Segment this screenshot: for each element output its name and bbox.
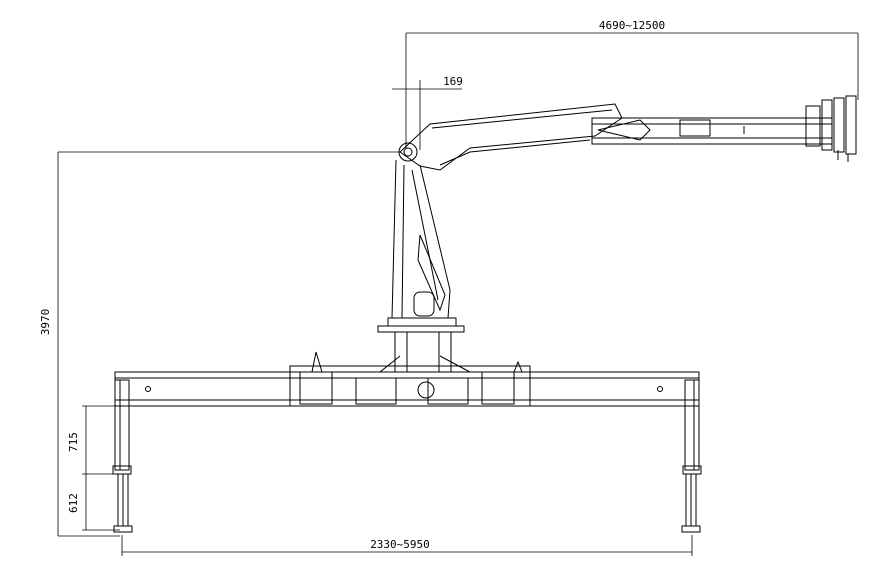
dimension-legs: [82, 405, 120, 531]
outrigger-leg-left: [112, 379, 133, 533]
base-frame: [114, 351, 700, 407]
dimension-label-leg-bottom: 612: [67, 493, 80, 513]
dimension-label-height: 3970: [39, 309, 52, 336]
dimension-label-leg-top: 715: [67, 432, 80, 452]
dimension-label-outrigger-span: 2330~5950: [370, 538, 430, 551]
dimension-label-boom-reach: 4690~12500: [599, 19, 665, 32]
dimension-offset: [392, 80, 462, 150]
dimension-outrigger-span: [121, 535, 693, 556]
outrigger-leg-right: [681, 379, 702, 533]
boom-arm: [398, 95, 857, 171]
crane-column: [377, 159, 465, 373]
dimension-boom-reach: [405, 32, 859, 148]
dimension-label-offset: 169: [443, 75, 463, 88]
dimension-height: [57, 151, 400, 537]
